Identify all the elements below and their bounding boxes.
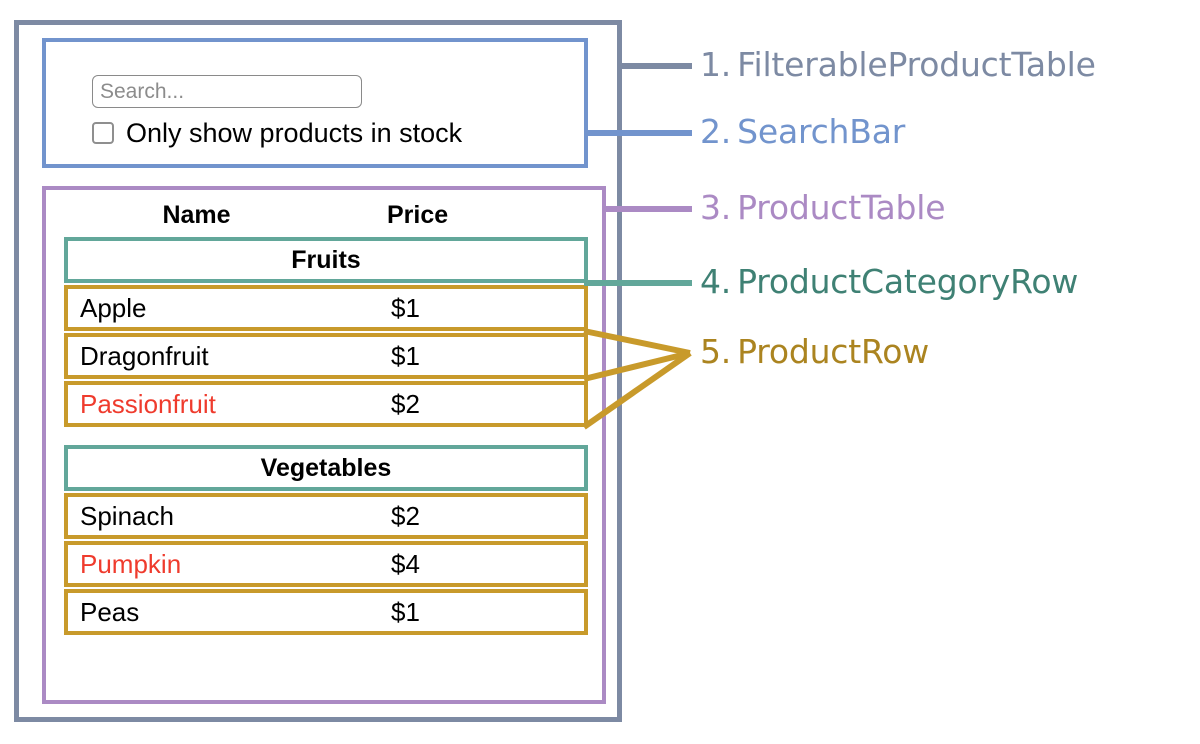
table-header-row: Name Price	[64, 194, 588, 237]
annotation-text-5: ProductRow	[737, 332, 930, 371]
product-price: $1	[391, 292, 420, 323]
product-row: Pumpkin $4	[64, 541, 588, 587]
product-category-row: Fruits	[64, 237, 588, 283]
product-name: Passionfruit	[80, 388, 216, 419]
annotation-text-2: SearchBar	[737, 112, 906, 151]
annotation-label-1: 1.FilterableProductTable	[700, 48, 1096, 81]
search-bar-container: Search... Only show products in stock	[42, 38, 588, 168]
annotation-number-1: 1.	[700, 45, 732, 84]
product-price: $1	[391, 340, 420, 371]
in-stock-checkbox-row[interactable]: Only show products in stock	[92, 118, 462, 148]
product-row: Passionfruit $2	[64, 381, 588, 427]
product-category-label: Fruits	[291, 245, 361, 274]
annotation-text-1: FilterableProductTable	[737, 45, 1096, 84]
product-name: Peas	[80, 596, 140, 627]
product-table: Name Price Fruits Apple $1 Dragonfruit $…	[64, 194, 588, 637]
annotation-number-4: 4.	[700, 262, 732, 301]
product-row: Dragonfruit $1	[64, 333, 588, 379]
product-price: $2	[391, 388, 420, 419]
product-name: Dragonfruit	[80, 340, 209, 371]
annotation-text-3: ProductTable	[737, 188, 946, 227]
product-name: Spinach	[80, 500, 174, 531]
product-category-label: Vegetables	[260, 453, 392, 482]
in-stock-checkbox-label: Only show products in stock	[126, 118, 463, 148]
product-row: Apple $1	[64, 285, 588, 331]
annotation-label-2: 2.SearchBar	[700, 115, 905, 148]
checkbox-icon[interactable]	[92, 122, 114, 144]
product-row: Peas $1	[64, 589, 588, 635]
product-name: Pumpkin	[80, 548, 182, 579]
search-input[interactable]: Search...	[92, 75, 362, 108]
annotation-label-4: 4.ProductCategoryRow	[700, 265, 1078, 298]
column-header-price: Price	[387, 201, 449, 229]
annotation-number-3: 3.	[700, 188, 732, 227]
product-row: Spinach $2	[64, 493, 588, 539]
annotation-number-2: 2.	[700, 112, 732, 151]
annotation-label-5: 5.ProductRow	[700, 335, 929, 368]
product-category-row: Vegetables	[64, 445, 588, 491]
annotation-number-5: 5.	[700, 332, 732, 371]
column-header-name: Name	[162, 201, 231, 229]
product-price: $4	[391, 548, 420, 579]
product-price: $1	[391, 596, 420, 627]
product-name: Apple	[80, 292, 147, 323]
annotation-text-4: ProductCategoryRow	[737, 262, 1079, 301]
product-table-container: Name Price Fruits Apple $1 Dragonfruit $…	[42, 186, 606, 704]
product-price: $2	[391, 500, 420, 531]
annotation-label-3: 3.ProductTable	[700, 188, 946, 227]
